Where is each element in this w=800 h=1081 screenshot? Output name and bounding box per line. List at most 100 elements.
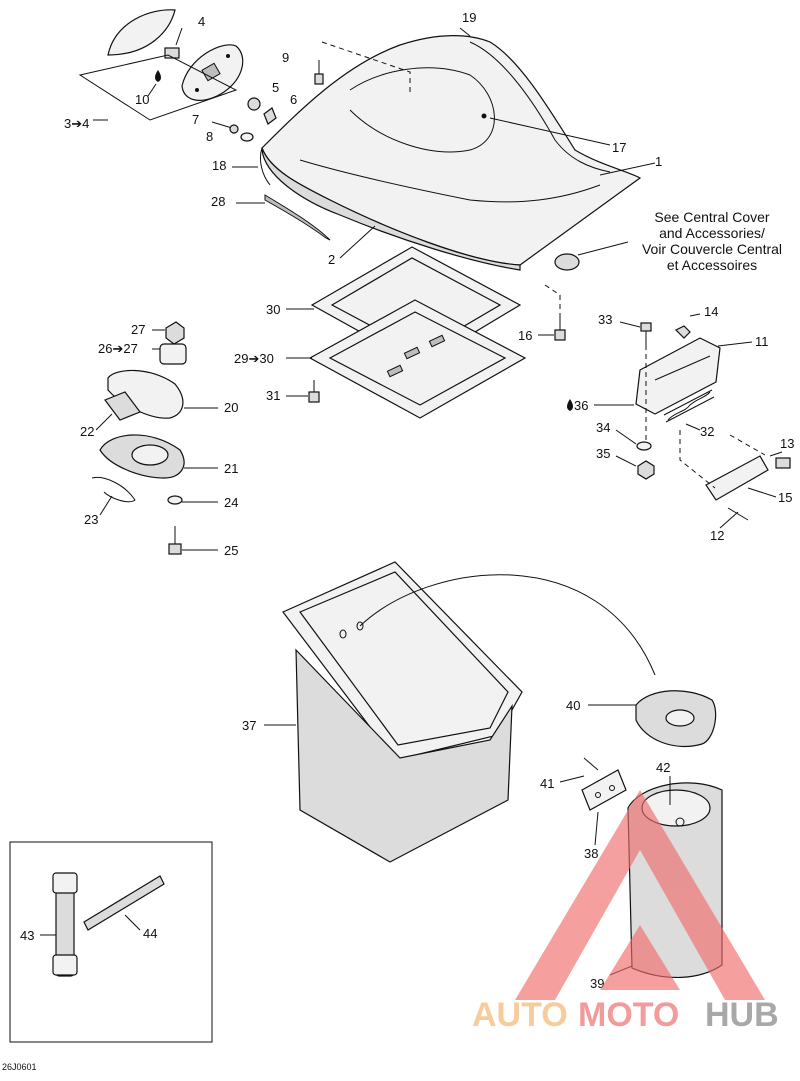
wrench-43-bottom: [52, 954, 78, 976]
callout-33: 33: [598, 312, 612, 327]
callout-7: 7: [192, 112, 199, 127]
drop-icon-36: [567, 399, 573, 411]
callout-44: 44: [143, 926, 157, 941]
callout-6: 6: [290, 92, 297, 107]
seat-contour-1: [349, 67, 495, 153]
gasket-frames: [308, 246, 527, 419]
washer-34: [636, 441, 652, 451]
tool-inset: [9, 841, 213, 1043]
note-line-1: See Central Cover: [654, 209, 770, 225]
lock-plate-assembly: [78, 9, 580, 341]
callout-39: 39: [590, 976, 604, 991]
callout-43: 43: [20, 928, 34, 943]
leader-13: [769, 451, 783, 457]
tab-1: [403, 346, 421, 360]
clip-6: [263, 107, 277, 125]
bolt-13: [775, 457, 791, 469]
reference-note: See Central Cover and Accessories/ Voir …: [577, 209, 782, 273]
rivet-41: [583, 757, 599, 771]
bolt-16-dash: [544, 284, 561, 318]
tab-3: [386, 364, 404, 378]
drawing-code: 26J0601: [2, 1062, 37, 1072]
leader-38: [594, 811, 599, 846]
cover-leaf: [107, 9, 176, 56]
bin-body: [295, 648, 513, 863]
callout-29-30: 29➔30: [234, 351, 274, 366]
plate-38: [581, 769, 627, 811]
tab-2: [428, 334, 446, 348]
leader-2: [339, 225, 376, 259]
seat-contour-3: [469, 41, 611, 173]
callout-22: 22: [80, 424, 94, 439]
leader-17: [489, 117, 611, 146]
latch-lever-22: [104, 391, 141, 421]
callout-15: 15: [778, 490, 792, 505]
leader-34: [615, 429, 637, 445]
bin-opening: [299, 571, 509, 746]
seat-trim: [264, 194, 331, 241]
seat-assembly: [259, 35, 642, 271]
callout-2: 2: [328, 252, 335, 267]
leader-4: [175, 27, 183, 46]
callout-40: 40: [566, 698, 580, 713]
leader-15: [747, 487, 777, 498]
plate-hole-a: [595, 792, 601, 798]
callout-28: 28: [211, 194, 225, 209]
seat-point-17: [481, 113, 487, 119]
wrench-43-top: [52, 872, 78, 894]
bin-hole-1: [339, 629, 347, 639]
leader-32: [685, 423, 701, 431]
screw-7-head: [229, 124, 239, 134]
bolt-33-head: [640, 322, 652, 332]
callout-36: 36: [574, 398, 588, 413]
nut-35: [637, 460, 655, 480]
note-leader: [577, 241, 629, 256]
knob-part: [164, 47, 180, 59]
lock-plate-slot: [201, 62, 221, 82]
bolt-9-head: [314, 73, 324, 85]
watermark-word-auto: AUTO: [472, 996, 568, 1034]
pin-12: [727, 507, 749, 521]
washer-8: [240, 132, 254, 142]
seat-ref-dash: [321, 41, 411, 95]
callout-32: 32: [700, 424, 714, 439]
callout-13: 13: [780, 436, 794, 451]
callout-16: 16: [518, 328, 532, 343]
leader-14: [689, 313, 701, 317]
callout-41: 41: [540, 776, 554, 791]
plate-hole-1: [195, 88, 199, 92]
callout-12: 12: [710, 528, 724, 543]
callout-35: 35: [596, 446, 610, 461]
bracket-outline-3-4: [78, 54, 238, 121]
callout-5: 5: [272, 80, 279, 95]
watermark-logo: AUTO MOTO HUB: [472, 790, 779, 1034]
callout-30: 30: [266, 302, 280, 317]
seat-contour-2: [299, 159, 601, 203]
drop-icon-10: [155, 70, 161, 82]
bolt-25-head: [168, 543, 182, 555]
plate-hole-2: [226, 54, 230, 58]
callout-34: 34: [596, 420, 610, 435]
callout-42: 42: [656, 760, 670, 775]
seat-side-edge: [259, 147, 271, 186]
callout-20: 20: [224, 400, 238, 415]
callout-9: 9: [282, 50, 289, 65]
leader-1: [599, 162, 656, 176]
callout-1: 1: [655, 154, 662, 169]
callout-18: 18: [212, 158, 226, 173]
note-line-4: et Accessoires: [667, 257, 757, 273]
container-42-drain: [675, 817, 685, 827]
callout-19: 19: [462, 10, 476, 25]
leader-23: [99, 495, 113, 516]
screw-7: [211, 121, 233, 129]
leader-10: [147, 83, 157, 97]
callout-labels: 19 4 9 5 10 6 3➔4 7 8 17 18 1 28 2 30 16…: [20, 10, 794, 991]
hinge-assembly: [567, 322, 791, 521]
rod-44: [83, 875, 165, 931]
nut-5: [247, 97, 261, 111]
watermark-triangle: [515, 790, 765, 1000]
square-nut-26: [159, 343, 187, 365]
nut-27: [165, 321, 185, 345]
